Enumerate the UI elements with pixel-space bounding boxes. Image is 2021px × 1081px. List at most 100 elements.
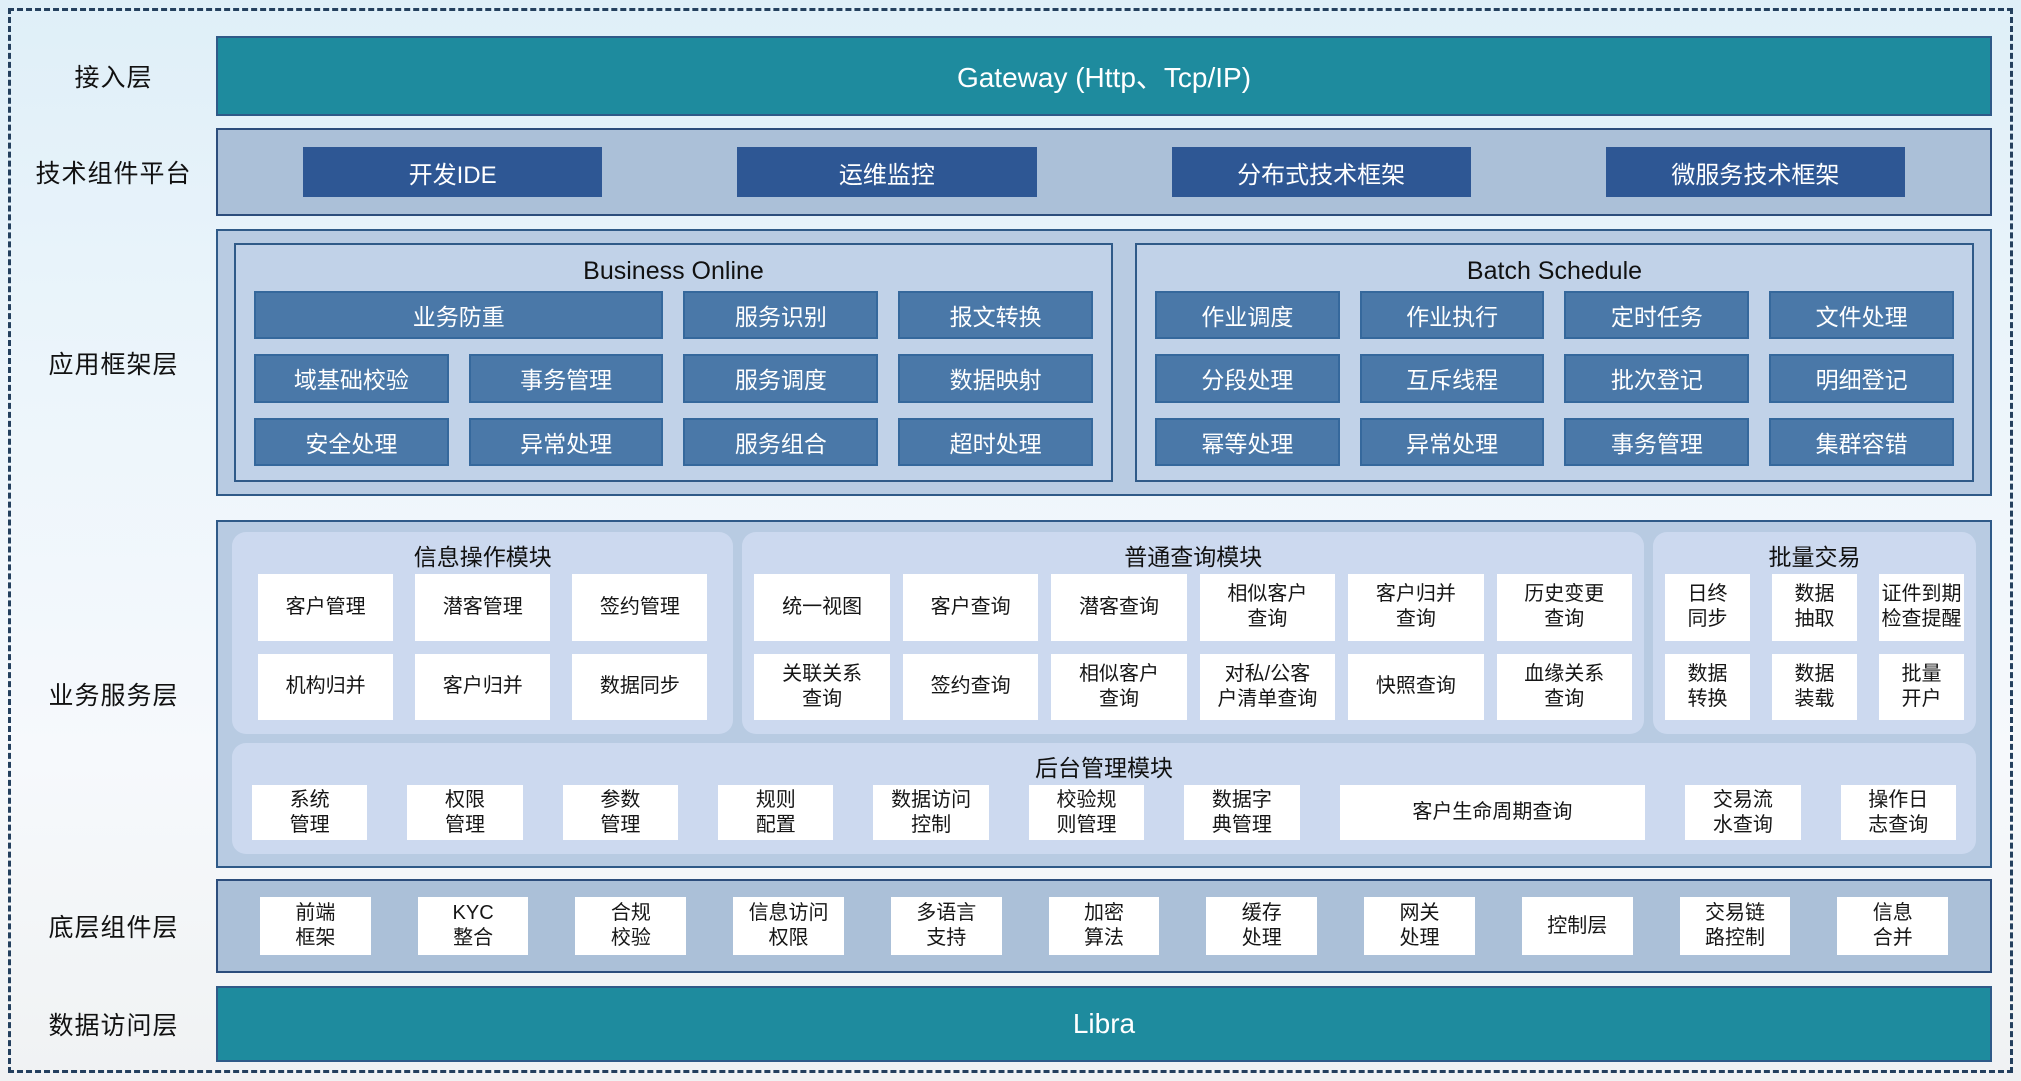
info-operation-module: 信息操作模块 客户管理 潜客管理 签约管理 机构归并 客户归并 数据同步	[232, 532, 734, 734]
admin-item-lifecycle-query: 客户生命周期查询	[1339, 785, 1646, 840]
layer-label-service: 业务服务层	[48, 682, 179, 710]
base-item: 合规 校验	[575, 897, 687, 955]
backend-admin-module: 后台管理模块 系统 管理 权限 管理 参数 管理 规则 配置 数据访问 控制 校…	[232, 743, 1976, 854]
bs-item: 文件处理	[1769, 291, 1954, 340]
info-item: 数据同步	[572, 653, 708, 720]
admin-item: 校验规 则管理	[1028, 785, 1145, 840]
query-item: 关联关系 查询	[754, 653, 890, 720]
base-item: KYC 整合	[417, 897, 529, 955]
business-online-grid: 业务防重 服务识别 报文转换 域基础校验 事务管理 服务调度 数据映射 安全处理…	[254, 291, 1093, 466]
backend-admin-title: 后台管理模块	[1035, 755, 1173, 781]
info-item: 客户管理	[258, 574, 394, 641]
access-layer-band: 接入层 Gateway (Http、Tcp/IP)	[11, 36, 1992, 116]
query-item: 历史变更 查询	[1496, 574, 1632, 641]
bs-item: 批次登记	[1564, 354, 1750, 403]
query-item: 相似客户 查询	[1051, 653, 1187, 720]
common-query-title: 普通查询模块	[1124, 544, 1263, 570]
info-item: 客户归并	[415, 653, 551, 720]
layer-label-tech: 技术组件平台	[35, 160, 192, 188]
query-item: 统一视图	[754, 574, 890, 641]
base-item: 网关 处理	[1364, 897, 1475, 955]
info-operation-title: 信息操作模块	[413, 544, 552, 570]
query-item: 潜客查询	[1051, 574, 1187, 641]
base-component-container: 前端 框架 KYC 整合 合规 校验 信息访问 权限 多语言 支持 加密 算法 …	[216, 879, 1992, 973]
bs-item: 作业调度	[1154, 291, 1340, 340]
admin-item: 操作日 志查询	[1840, 785, 1956, 840]
batch-transaction-module: 批量交易 日终 同步 数据 抽取 证件到期 检查提醒 数据 转换 数据 装载 批…	[1652, 532, 1976, 734]
bs-item: 分段处理	[1154, 354, 1340, 403]
bo-item: 事务管理	[468, 354, 664, 403]
batch-item: 数据 转换	[1664, 653, 1750, 720]
query-item: 对私/公客 户清单查询	[1199, 653, 1336, 720]
batch-item: 日终 同步	[1664, 574, 1750, 641]
layer-label-access: 接入层	[74, 64, 153, 92]
batch-item: 数据 抽取	[1771, 574, 1857, 641]
query-item: 血缘关系 查询	[1496, 653, 1632, 720]
bo-item: 超时处理	[898, 417, 1093, 466]
base-item: 前端 框架	[260, 897, 371, 955]
tech-item-dev-ide: 开发IDE	[303, 147, 603, 197]
bo-item: 报文转换	[898, 291, 1093, 340]
admin-item: 规则 配置	[718, 785, 834, 840]
bs-item: 事务管理	[1564, 417, 1750, 466]
business-service-container: 信息操作模块 客户管理 潜客管理 签约管理 机构归并 客户归并 数据同步 普通查…	[216, 520, 1992, 868]
bo-item: 服务识别	[683, 291, 879, 340]
data-access-band: 数据访问层 Libra	[11, 986, 1992, 1062]
base-item: 加密 算法	[1048, 897, 1160, 955]
info-operation-grid: 客户管理 潜客管理 签约管理 机构归并 客户归并 数据同步	[244, 574, 721, 720]
base-item: 多语言 支持	[890, 897, 1002, 955]
bs-item: 互斥线程	[1359, 354, 1545, 403]
bs-item: 集群容错	[1769, 417, 1954, 466]
diagram-frame: 接入层 Gateway (Http、Tcp/IP) 技术组件平台 开发IDE 运…	[8, 8, 2013, 1073]
info-item: 签约管理	[572, 574, 708, 641]
base-item: 信息访问 权限	[733, 897, 844, 955]
admin-item: 数据字 典管理	[1184, 785, 1300, 840]
common-query-module: 普通查询模块 统一视图 客户查询 潜客查询 相似客户 查询 客户归并 查询 历史…	[742, 532, 1644, 734]
tech-item-distributed-framework: 分布式技术框架	[1171, 147, 1471, 197]
base-item: 控制层	[1521, 897, 1633, 955]
bs-item: 幂等处理	[1154, 417, 1340, 466]
query-item: 客户归并 查询	[1348, 574, 1484, 641]
tech-platform-container: 开发IDE 运维监控 分布式技术框架 微服务技术框架	[216, 128, 1992, 216]
base-item: 交易链 路控制	[1679, 897, 1791, 955]
admin-item: 权限 管理	[407, 785, 523, 840]
admin-item: 参数 管理	[562, 785, 679, 840]
info-item: 潜客管理	[415, 574, 551, 641]
business-online-panel: Business Online 业务防重 服务识别 报文转换 域基础校验 事务管…	[234, 243, 1113, 482]
query-item: 客户查询	[902, 574, 1039, 641]
bo-item: 服务组合	[683, 417, 879, 466]
query-item: 签约查询	[902, 653, 1039, 720]
batch-transaction-grid: 日终 同步 数据 抽取 证件到期 检查提醒 数据 转换 数据 装载 批量 开户	[1664, 574, 1964, 720]
base-component-band: 底层组件层 前端 框架 KYC 整合 合规 校验 信息访问 权限 多语言 支持 …	[11, 879, 1992, 973]
bs-item: 明细登记	[1769, 354, 1954, 403]
layer-label-base: 底层组件层	[48, 914, 179, 942]
bo-item: 异常处理	[468, 417, 664, 466]
batch-item: 数据 装载	[1771, 653, 1857, 720]
bo-item: 数据映射	[898, 354, 1093, 403]
query-item: 快照查询	[1348, 653, 1484, 720]
batch-schedule-panel: Batch Schedule 作业调度 作业执行 定时任务 文件处理 分段处理 …	[1134, 243, 1974, 482]
bo-item: 业务防重	[254, 291, 664, 340]
bs-item: 定时任务	[1564, 291, 1750, 340]
business-service-band: 业务服务层 信息操作模块 客户管理 潜客管理 签约管理 机构归并 客户归并 数据…	[11, 520, 1992, 868]
tech-item-microservice-framework: 微服务技术框架	[1605, 147, 1905, 197]
query-item: 相似客户 查询	[1199, 574, 1336, 641]
info-item: 机构归并	[258, 653, 394, 720]
bs-item: 作业执行	[1359, 291, 1545, 340]
batch-schedule-grid: 作业调度 作业执行 定时任务 文件处理 分段处理 互斥线程 批次登记 明细登记 …	[1154, 291, 1954, 466]
tech-item-ops-monitor: 运维监控	[737, 147, 1037, 197]
bo-item: 安全处理	[254, 417, 449, 466]
app-framework-container: Business Online 业务防重 服务识别 报文转换 域基础校验 事务管…	[216, 229, 1992, 496]
business-online-title: Business Online	[583, 256, 764, 285]
libra-bar: Libra	[216, 986, 1992, 1062]
service-top-row: 信息操作模块 客户管理 潜客管理 签约管理 机构归并 客户归并 数据同步 普通查…	[232, 532, 1976, 734]
app-framework-band: 应用框架层 Business Online 业务防重 服务识别 报文转换 域基础…	[11, 229, 1992, 496]
tech-platform-band: 技术组件平台 开发IDE 运维监控 分布式技术框架 微服务技术框架	[11, 128, 1992, 216]
bs-item: 异常处理	[1359, 417, 1545, 466]
admin-item: 系统 管理	[252, 785, 368, 840]
batch-item: 证件到期 检查提醒	[1878, 574, 1964, 641]
common-query-grid: 统一视图 客户查询 潜客查询 相似客户 查询 客户归并 查询 历史变更 查询 关…	[754, 574, 1632, 720]
bo-item: 域基础校验	[254, 354, 449, 403]
base-item: 缓存 处理	[1206, 897, 1318, 955]
admin-item: 交易流 水查询	[1685, 785, 1801, 840]
